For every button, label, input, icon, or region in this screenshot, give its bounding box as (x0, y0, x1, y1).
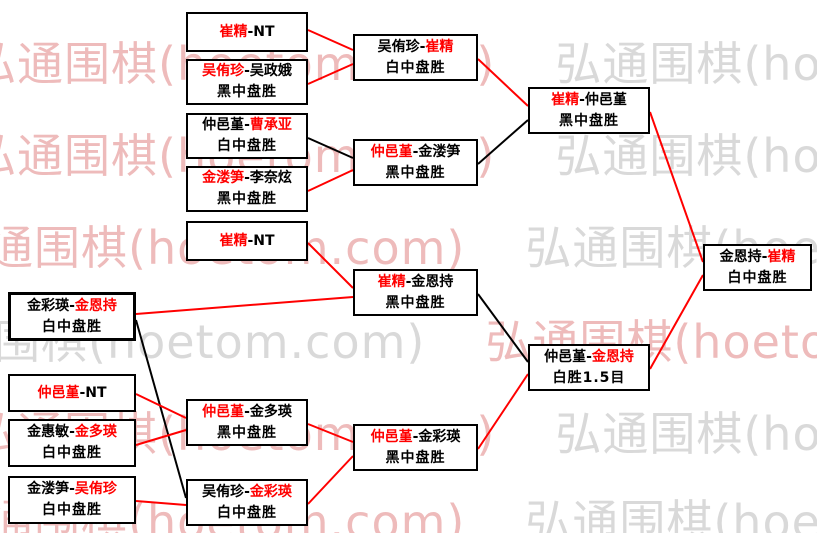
bracket-line (649, 274, 704, 370)
bracket-line (477, 293, 529, 363)
bracket-line (135, 393, 187, 419)
bracket-line (135, 500, 187, 506)
bracket-line (307, 455, 354, 505)
watermark-text-segment: 弘通围棋(hoetom.com) (525, 495, 817, 533)
watermark-text-segment: 弘通围棋(hoetom.com) (555, 129, 817, 183)
bracket-line (135, 429, 187, 446)
bracket-line (477, 119, 529, 165)
watermark-text-segment: 弘通围棋(hoetom.com) (555, 407, 817, 461)
bracket-line (307, 29, 354, 51)
bracket-line (135, 296, 354, 315)
bracket-line (307, 63, 354, 85)
bracket-line (307, 242, 354, 289)
watermark-text-segment: 弘通围棋(hoetom.com) (555, 37, 817, 91)
bracket-line (307, 423, 354, 443)
bracket-line (307, 169, 354, 192)
bracket-line (477, 373, 529, 450)
bracket-line (649, 111, 704, 263)
bracket-line (477, 58, 529, 107)
bracket-line (307, 137, 354, 159)
bracket-line (135, 319, 187, 499)
